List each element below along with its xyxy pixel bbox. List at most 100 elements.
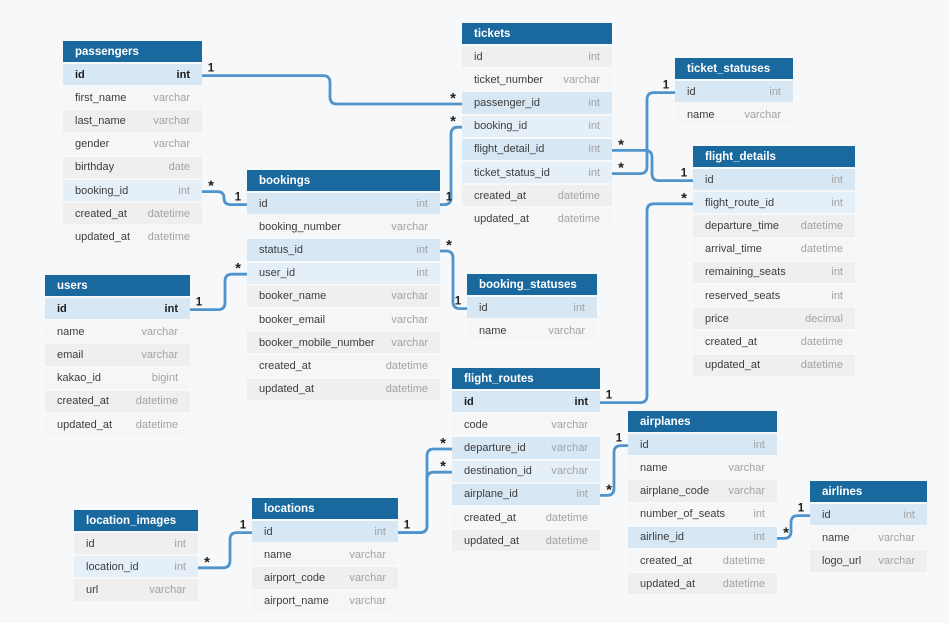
table-title-users[interactable]: users bbox=[45, 275, 190, 296]
table-title-flight_details[interactable]: flight_details bbox=[693, 146, 855, 167]
table-title-bookings[interactable]: bookings bbox=[247, 170, 440, 191]
table-title-airplanes[interactable]: airplanes bbox=[628, 411, 777, 432]
cardinality-label-airlines.id: 1 bbox=[798, 503, 805, 515]
table-title-ticket_statuses[interactable]: ticket_statuses bbox=[675, 58, 793, 79]
field-name: created_at bbox=[474, 189, 526, 202]
table-title-tickets[interactable]: tickets bbox=[462, 23, 612, 44]
field-name: logo_url bbox=[822, 554, 862, 567]
table-title-location_images[interactable]: location_images bbox=[74, 510, 198, 531]
table-title-booking_statuses[interactable]: booking_statuses bbox=[467, 274, 597, 295]
table-title-passengers[interactable]: passengers bbox=[63, 41, 202, 62]
field-name: code bbox=[464, 418, 488, 431]
table-title-flight_routes[interactable]: flight_routes bbox=[452, 368, 600, 389]
field-type: int bbox=[903, 508, 915, 521]
table-title-airlines[interactable]: airlines bbox=[810, 481, 927, 502]
field-type: datetime bbox=[800, 359, 843, 372]
field-name: departure_id bbox=[464, 441, 526, 454]
table-title-locations[interactable]: locations bbox=[252, 498, 398, 519]
